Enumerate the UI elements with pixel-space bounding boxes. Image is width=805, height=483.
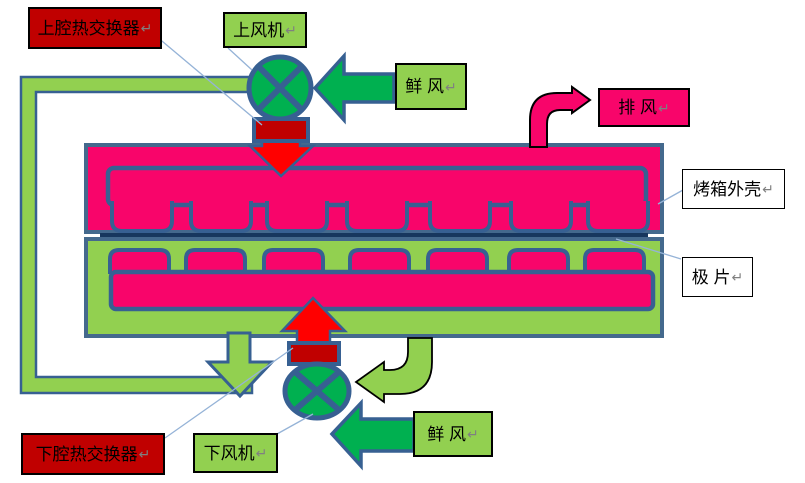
label-upper-fan: 上风机↵ xyxy=(223,12,307,48)
upper-nozzle xyxy=(428,201,492,233)
lower-nozzle-row xyxy=(108,248,646,274)
label-exhaust-air: 排 风↵ xyxy=(598,88,690,127)
leader-upper-hx xyxy=(149,30,263,126)
leader-oven-shell xyxy=(657,189,684,205)
upper-heat-exchanger xyxy=(252,117,310,143)
lower-nozzle xyxy=(507,248,570,274)
label-text: 烤箱外壳 xyxy=(693,179,762,199)
label-text: 下风机 xyxy=(203,443,255,463)
lower-nozzle xyxy=(426,248,489,274)
lower-plenum xyxy=(108,269,656,312)
upper-nozzle xyxy=(345,201,409,233)
paragraph-return-mark: ↵ xyxy=(285,22,297,38)
label-text: 排 风 xyxy=(618,98,657,117)
pole-piece-bar xyxy=(100,233,648,240)
label-pole-piece: 极 片↵ xyxy=(682,257,753,297)
fresh-air-bottom-arrow xyxy=(329,398,416,471)
paragraph-return-mark: ↵ xyxy=(140,20,153,36)
paragraph-return-mark: ↵ xyxy=(658,99,670,116)
upper-nozzle xyxy=(509,201,573,233)
fresh-air-top-arrow xyxy=(312,51,396,125)
upper-fan-icon xyxy=(246,54,314,122)
label-text: 上腔热交换器 xyxy=(37,18,140,38)
upper-nozzle-row xyxy=(110,201,650,233)
paragraph-return-mark: ↵ xyxy=(255,445,268,461)
lower-nozzle xyxy=(108,248,171,274)
paragraph-return-mark: ↵ xyxy=(731,269,744,285)
leader-lines xyxy=(149,30,684,439)
label-text: 鲜 风 xyxy=(427,424,466,444)
upper-plenum xyxy=(105,165,649,208)
lower-nozzle xyxy=(348,248,411,274)
label-upper-heat-exchanger: 上腔热交换器↵ xyxy=(28,7,162,49)
upper-nozzle xyxy=(189,201,253,233)
leader-upper-fan xyxy=(227,47,253,71)
label-lower-heat-exchanger: 下腔热交换器↵ xyxy=(21,433,165,475)
label-fresh-air-bottom: 鲜 风↵ xyxy=(413,411,493,457)
lower-nozzle xyxy=(583,248,646,274)
lower-nozzle xyxy=(262,248,325,274)
label-fresh-air-top: 鲜 风↵ xyxy=(395,63,467,110)
upper-nozzle xyxy=(110,201,174,233)
upper-nozzle xyxy=(586,201,650,233)
leader-lower-hx xyxy=(164,347,294,439)
return-elbow-arrow xyxy=(354,337,433,404)
label-text: 鲜 风 xyxy=(405,77,444,96)
label-text: 上风机 xyxy=(233,20,285,40)
paragraph-return-mark: ↵ xyxy=(445,78,457,95)
lower-fan-icon xyxy=(282,361,352,421)
leader-pole-piece xyxy=(615,238,682,260)
paragraph-return-mark: ↵ xyxy=(138,446,151,462)
label-oven-shell: 烤箱外壳↵ xyxy=(682,169,785,209)
return-down-arrow xyxy=(204,331,276,399)
label-lower-fan: 下风机↵ xyxy=(193,433,278,473)
paragraph-return-mark: ↵ xyxy=(467,426,479,442)
exhaust-elbow-arrow xyxy=(529,85,592,148)
lower-heat-exchanger xyxy=(287,341,341,366)
paragraph-return-mark: ↵ xyxy=(762,181,774,197)
upper-nozzle xyxy=(265,201,329,233)
label-text: 极 片 xyxy=(691,267,731,287)
label-text: 下腔热交换器 xyxy=(35,444,138,464)
leader-lower-fan xyxy=(276,413,314,435)
lower-nozzle xyxy=(184,248,247,274)
